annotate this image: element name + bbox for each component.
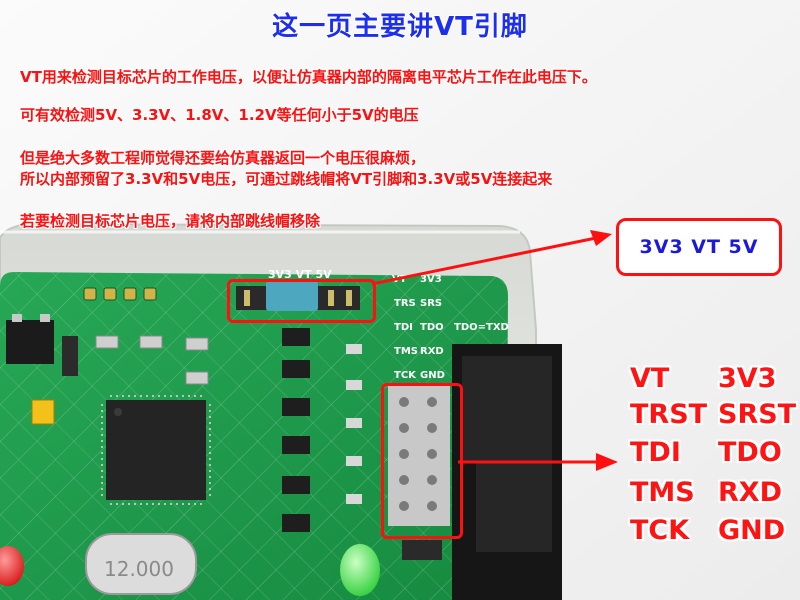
svg-text:TDI: TDI bbox=[394, 322, 413, 333]
pin-label-srst: SRST bbox=[718, 399, 797, 430]
pin-label-tdo: TDO bbox=[718, 437, 782, 468]
svg-text:GND: GND bbox=[420, 370, 445, 381]
jumper-highlight-box bbox=[227, 279, 376, 323]
description-line-4: 所以内部预留了3.3V和5V电压，可通过跳线帽将VT引脚和3.3V或5V连接起来 bbox=[20, 170, 553, 188]
pin-label-3v3: 3V3 bbox=[718, 363, 777, 394]
svg-text:TDO: TDO bbox=[420, 322, 444, 333]
description-line-5: 若要检测目标芯片电压，请将内部跳线帽移除 bbox=[20, 212, 321, 230]
svg-text:3V3: 3V3 bbox=[420, 274, 442, 285]
svg-text:3V3 VT 5V: 3V3 VT 5V bbox=[268, 268, 332, 281]
svg-text:RXD: RXD bbox=[420, 346, 444, 357]
svg-text:TRS: TRS bbox=[394, 298, 416, 309]
description-line-1: VT用来检测目标芯片的工作电压，以便让仿真器内部的隔离电平芯片工作在此电压下。 bbox=[20, 68, 597, 86]
svg-text:TMS: TMS bbox=[394, 346, 418, 357]
pin-label-trst: TRST bbox=[630, 399, 708, 430]
crystal-label: 12.000 bbox=[104, 557, 174, 581]
page-title: 这一页主要讲VT引脚 bbox=[272, 12, 528, 42]
jtag-pins-highlight-box bbox=[381, 383, 463, 539]
description-line-2: 可有效检测5V、3.3V、1.8V、1.2V等任何小于5V的电压 bbox=[20, 106, 419, 124]
pin-label-gnd: GND bbox=[718, 515, 786, 546]
pin-label-rxd: RXD bbox=[718, 477, 783, 508]
pin-label-tdi: TDI bbox=[630, 437, 681, 468]
jumper-pin-callout: 3V3 VT 5V bbox=[616, 218, 782, 276]
pin-label-tms: TMS bbox=[630, 477, 695, 508]
pin-label-vt: VT bbox=[630, 363, 670, 394]
svg-text:SRS: SRS bbox=[420, 298, 442, 309]
svg-text:TDO=TXD: TDO=TXD bbox=[454, 322, 509, 333]
pin-label-tck: TCK bbox=[630, 515, 690, 546]
svg-text:TCK: TCK bbox=[394, 370, 417, 381]
description-line-3: 但是绝大多数工程师觉得还要给仿真器返回一个电压很麻烦， bbox=[20, 149, 426, 167]
